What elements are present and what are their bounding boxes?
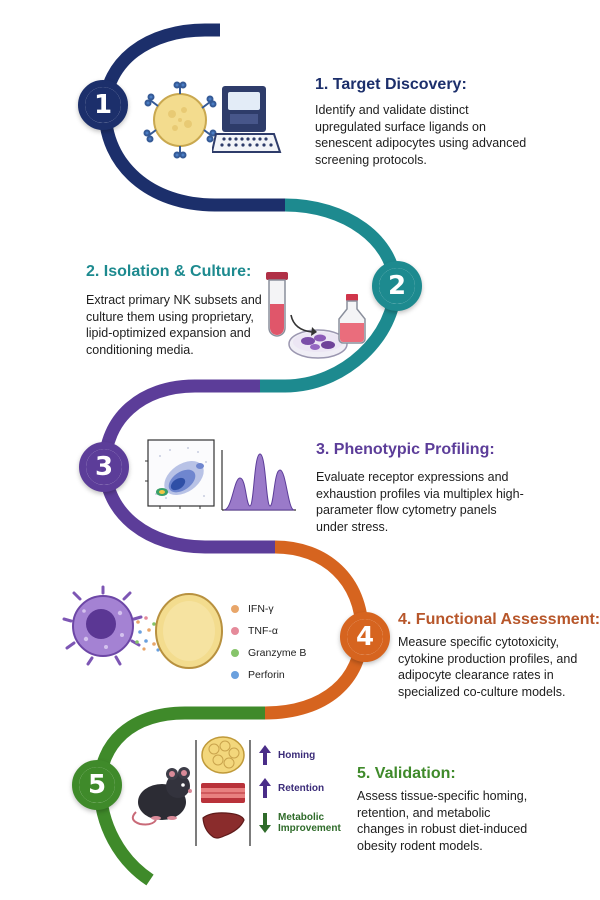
nk-cell-icon	[62, 585, 143, 666]
step-3-badge: 3	[79, 442, 129, 492]
step-3-description: Evaluate receptor expressions and exhaus…	[316, 470, 524, 534]
step-5-title: 5. Validation:	[357, 765, 456, 782]
transfer-arrow-icon	[290, 314, 317, 336]
step-1-title: 1. Target Discovery:	[315, 76, 467, 93]
divider-bracket	[195, 740, 197, 846]
step-2-number: 2	[379, 268, 415, 304]
arrow-up-icon	[259, 778, 271, 798]
step-2-title: 2. Isolation & Culture:	[86, 263, 252, 280]
flask-icon	[338, 294, 366, 344]
step-4-description: Measure specific cytotoxicity, cytokine …	[398, 635, 578, 699]
step-4-title: 4. Functional Assessment:	[398, 611, 600, 628]
legend-label: TNF-α	[248, 625, 278, 637]
step-3-number: 3	[86, 449, 122, 485]
legend-item-perforin: Perforin	[231, 666, 331, 684]
step-4-badge: 4	[340, 612, 390, 662]
legend-label: Granzyme B	[248, 647, 307, 659]
target-adipocyte-icon	[155, 593, 223, 669]
test-tube-icon	[266, 272, 288, 337]
step-3-title: 3. Phenotypic Profiling:	[316, 441, 495, 458]
mouse-icon	[131, 767, 192, 826]
legend-item-tnf: TNF-α	[231, 622, 331, 640]
step-1-badge: 1	[78, 80, 128, 130]
divider-line	[249, 740, 251, 846]
step-5-description: Assess tissue-specific homing, retention…	[357, 789, 528, 853]
flow-cytometry-plot-icon	[145, 439, 215, 509]
homing-label: Homing	[278, 750, 316, 761]
petri-dish-icon	[288, 329, 348, 359]
liver-icon	[202, 812, 245, 839]
metabolic-improvement-label: Metabolic Improvement	[278, 812, 341, 834]
retention-label: Retention	[278, 783, 325, 794]
step-2-badge: 2	[372, 261, 422, 311]
step-5-badge: 5	[72, 760, 122, 810]
step-2-description: Extract primary NK subsets and culture t…	[86, 293, 262, 357]
arrow-up-icon	[259, 745, 271, 765]
plate-reader-icon	[212, 86, 282, 153]
blood-vessel-icon	[201, 783, 245, 803]
legend-item-ifn: IFN-γ	[231, 600, 331, 618]
legend-label: IFN-γ	[248, 603, 274, 615]
histogram-icon	[221, 450, 296, 511]
step-4-number: 4	[347, 619, 383, 655]
legend-item-granzyme: Granzyme B	[231, 644, 331, 662]
step-5-number: 5	[79, 767, 115, 803]
adipocyte-cell-icon	[143, 81, 217, 159]
cytokine-legend: IFN-γ TNF-α Granzyme B Perforin	[231, 600, 331, 688]
arrow-down-icon	[259, 813, 271, 833]
step-1-number: 1	[85, 87, 121, 123]
step-1-description: Identify and validate distinct upregulat…	[315, 103, 527, 167]
adipose-tissue-icon	[201, 736, 245, 774]
legend-label: Perforin	[248, 669, 285, 681]
